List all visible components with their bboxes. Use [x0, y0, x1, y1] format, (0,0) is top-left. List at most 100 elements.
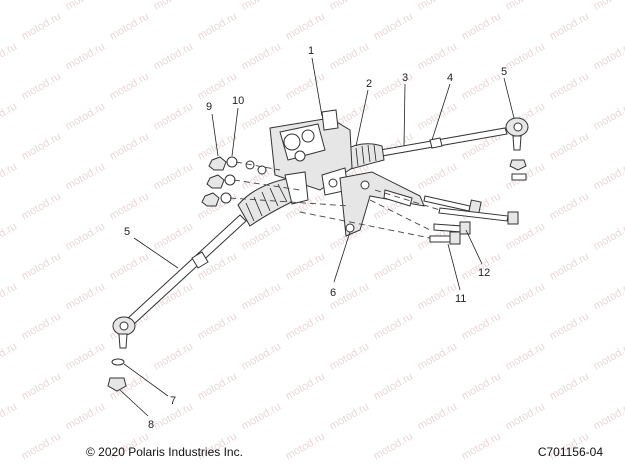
callout-12: 12: [478, 267, 490, 279]
watermark-text: motod.ru: [460, 430, 504, 462]
watermark-text: motod.ru: [328, 0, 372, 13]
watermark-text: motod.ru: [240, 340, 284, 372]
copyright-notice: © 2020 Polaris Industries Inc.: [86, 445, 243, 459]
watermark-text: motod.ru: [460, 10, 504, 42]
mounting-bracket: [339, 171, 425, 237]
watermark-text: motod.ru: [64, 40, 108, 72]
watermark-text: motod.ru: [548, 190, 592, 222]
watermark-text: motod.ru: [64, 400, 108, 432]
watermark-text: motod.ru: [152, 40, 196, 72]
bolt-set: [423, 195, 519, 245]
watermark-text: motod.ru: [152, 160, 196, 192]
watermark-text: motod.ru: [416, 340, 460, 372]
watermark-text: motod.ru: [0, 40, 19, 72]
tie-rod-left: [107, 214, 247, 392]
watermark-text: motod.ru: [64, 220, 108, 252]
watermark-text: motod.ru: [548, 10, 592, 42]
callout-1: 1: [308, 45, 314, 57]
watermark-text: motod.ru: [0, 400, 19, 432]
watermark-text: motod.ru: [416, 40, 460, 72]
boot-right: [344, 143, 385, 171]
watermark-text: motod.ru: [504, 220, 548, 252]
watermark-text: motod.ru: [372, 370, 416, 402]
watermark-text: motod.ru: [240, 0, 284, 13]
callout-3: 3: [402, 72, 408, 84]
watermark-text: motod.ru: [592, 0, 625, 13]
watermark-text: motod.ru: [504, 0, 548, 13]
watermark-text: motod.ru: [152, 0, 196, 13]
callout-6: 6: [330, 287, 336, 299]
watermark-text: motod.ru: [372, 70, 416, 102]
watermark-text: motod.ru: [152, 340, 196, 372]
watermark-text: motod.ru: [20, 70, 64, 102]
watermark-text: motod.ru: [328, 340, 372, 372]
watermark-text: motod.ru: [592, 40, 625, 72]
watermark-text: motod.ru: [240, 40, 284, 72]
watermark-text: motod.ru: [0, 340, 19, 372]
callout-10: 10: [232, 95, 244, 107]
watermark-text: motod.ru: [328, 400, 372, 432]
watermark-text: motod.ru: [416, 280, 460, 312]
watermark-text: motod.ru: [196, 190, 240, 222]
watermark-text: motod.ru: [460, 310, 504, 342]
watermark-text: motod.ru: [592, 100, 625, 132]
watermark-text: motod.ru: [416, 400, 460, 432]
watermark-text: motod.ru: [240, 400, 284, 432]
leader-lines: [119, 57, 515, 417]
watermark-text: motod.ru: [592, 340, 625, 372]
watermark-text: motod.ru: [64, 340, 108, 372]
watermark-text: motod.ru: [108, 190, 152, 222]
watermark-text: motod.ru: [108, 10, 152, 42]
callout-2: 2: [366, 78, 372, 90]
watermark-text: motod.ru: [0, 220, 19, 252]
watermark-text: motod.ru: [284, 310, 328, 342]
callout-8: 8: [148, 419, 154, 431]
watermark-text: motod.ru: [64, 0, 108, 13]
callouts: 1 2 3 4 5 5 6 7 8 9 10 11 12: [124, 45, 507, 431]
watermark-text: motod.ru: [64, 280, 108, 312]
watermark-text: motod.ru: [196, 370, 240, 402]
watermark-text: motod.ru: [64, 160, 108, 192]
watermark-text: motod.ru: [284, 370, 328, 402]
watermark-text: motod.ru: [240, 220, 284, 252]
watermark-text: motod.ru: [372, 310, 416, 342]
callout-5-left: 5: [124, 226, 130, 238]
watermark-text: motod.ru: [416, 100, 460, 132]
watermark-text: motod.ru: [460, 370, 504, 402]
watermark-text: motod.ru: [460, 70, 504, 102]
watermark-text: motod.ru: [284, 10, 328, 42]
watermark-text: motod.ru: [20, 130, 64, 162]
watermark-text: motod.ru: [196, 310, 240, 342]
watermark-text: motod.ru: [548, 310, 592, 342]
watermark-text: motod.ru: [20, 430, 64, 462]
watermark-text: motod.ru: [592, 400, 625, 432]
callout-11: 11: [455, 293, 466, 305]
watermark-text: motod.ru: [284, 430, 328, 462]
watermark-text: motod.ru: [504, 400, 548, 432]
nuts-and-washers: [201, 156, 267, 207]
callout-7: 7: [170, 395, 176, 407]
watermark-text: motod.ru: [592, 220, 625, 252]
watermark-text: motod.ru: [592, 280, 625, 312]
watermark-text: motod.ru: [328, 40, 372, 72]
watermark-text: motod.ru: [284, 250, 328, 282]
boot-left: [237, 171, 309, 227]
watermark-text: motod.ru: [20, 370, 64, 402]
tie-rod-right: [379, 117, 529, 181]
assembly-guide-lines: [229, 161, 441, 239]
watermark-text: motod.ru: [196, 10, 240, 42]
watermark-text: motod.ru: [0, 0, 19, 13]
callout-5-right: 5: [501, 66, 507, 78]
callout-4: 4: [447, 72, 453, 84]
callout-9: 9: [206, 101, 212, 113]
watermark-text: motod.ru: [548, 250, 592, 282]
watermark-text: motod.ru: [0, 100, 19, 132]
watermark-text: motod.ru: [64, 100, 108, 132]
watermark-text: motod.ru: [372, 250, 416, 282]
watermark-text: motod.ru: [504, 40, 548, 72]
watermark-text: motod.ru: [0, 160, 19, 192]
watermark-text: motod.ru: [152, 100, 196, 132]
watermark-text: motod.ru: [0, 280, 19, 312]
watermark-text: motod.ru: [20, 190, 64, 222]
